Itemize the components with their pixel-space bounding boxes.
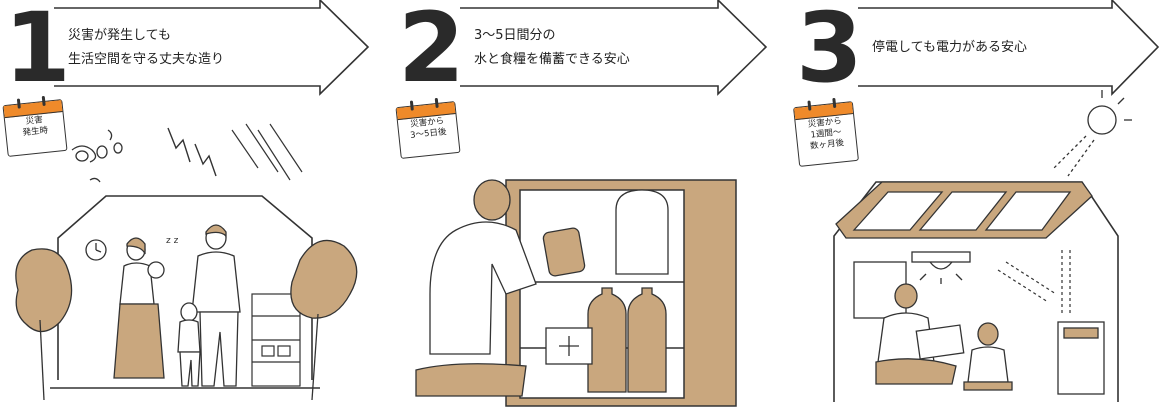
- wind-swirl-icon: [71, 129, 123, 183]
- step-panel-2: 2 3～5日間分の 水と食糧を備蓄できる安心 災害から 3～5日後: [395, 0, 782, 407]
- svg-text:z z: z z: [166, 236, 179, 246]
- step-arrow-banner: [460, 0, 768, 96]
- first-aid-box-icon: [545, 327, 593, 365]
- caption-line: 停電しても電力がある安心: [872, 40, 1027, 55]
- lightning-icon: [167, 127, 217, 177]
- step-caption: 停電しても電力がある安心: [872, 36, 1027, 60]
- step-arrow-banner: [858, 0, 1160, 96]
- battery-unit-icon: [1057, 321, 1105, 395]
- water-bottle-icon: [587, 287, 667, 393]
- step-number: 1: [4, 0, 71, 104]
- step-panel-1: 1 災害が発生しても 生活空間を守る丈夫な造り 災害 発生時: [0, 0, 386, 407]
- family-illustration: z z: [113, 224, 241, 387]
- step-caption: 災害が発生しても 生活空間を守る丈夫な造り: [68, 24, 224, 72]
- calendar-label: 災害から 3～5日後: [409, 116, 447, 141]
- calendar-icon: 災害から 3～5日後: [395, 97, 461, 159]
- solar-panel-icon: [835, 181, 1093, 239]
- caption-line: 3～5日間分の: [474, 28, 556, 43]
- step-caption: 3～5日間分の 水と食糧を備蓄できる安心: [474, 24, 630, 72]
- rain-icon: [231, 123, 303, 181]
- solar-house-illustration: [833, 90, 1132, 402]
- family-reading-illustration: [875, 283, 1013, 391]
- step-panel-3: 3 停電しても電力がある安心 災害から 1週間～ 数ヶ月後: [792, 0, 1160, 407]
- backpack-icon: [615, 189, 669, 275]
- tree-icon: [15, 239, 358, 401]
- step-number: 2: [398, 0, 465, 104]
- step-number: 3: [796, 0, 863, 104]
- step-arrow-banner: [54, 0, 370, 96]
- power-flow-arrow-icon: [997, 250, 1071, 316]
- storage-closet-illustration: [415, 179, 737, 407]
- person-illustration: [415, 179, 586, 397]
- ceiling-light-icon: [911, 251, 971, 284]
- house-storm-illustration: z z: [15, 123, 358, 401]
- kitchen-shelf: [251, 293, 301, 387]
- caption-line: 災害が発生しても: [68, 28, 171, 43]
- sun-icon: [1053, 90, 1132, 177]
- clock-icon: [85, 239, 107, 261]
- caption-line: 生活空間を守る丈夫な造り: [68, 52, 225, 67]
- caption-line: 水と食糧を備蓄できる安心: [474, 52, 630, 67]
